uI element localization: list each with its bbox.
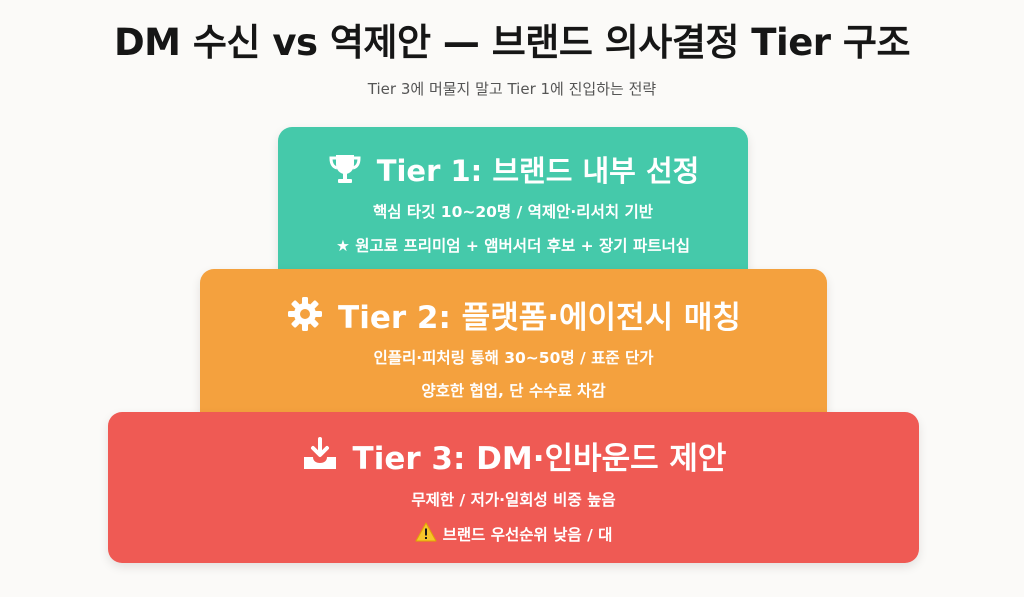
tier-3-description: 무제한 / 저가·일회성 비중 높음 (411, 491, 616, 509)
tier-2-header: Tier 2: 플랫폼·에이전시 매칭 (200, 293, 827, 336)
warning-icon (415, 522, 437, 547)
tier-1-heading: Tier 1: 브랜드 내부 선정 (376, 154, 700, 188)
tier-3-warning: 브랜드 우선순위 낮음 / 대 (108, 522, 919, 547)
tier-3-block: Tier 3: DM·인바운드 제안 무제한 / 저가·일회성 비중 높음 브랜… (108, 412, 919, 563)
tier-3-header: Tier 3: DM·인바운드 제안 (108, 434, 919, 477)
tier-1-block: Tier 1: 브랜드 내부 선정 핵심 타깃 10~20명 / 역제안·리서치… (278, 127, 748, 287)
tier-1-benefits: ★ 원고료 프리미엄 + 앰버서더 후보 + 장기 파트너십 (336, 237, 690, 255)
page-subtitle: Tier 3에 머물지 말고 Tier 1에 진입하는 전략 (367, 80, 657, 98)
tier-2-block: Tier 2: 플랫폼·에이전시 매칭 인플리·피처링 통해 30~50명 / … (200, 269, 827, 429)
tier-2-heading: Tier 2: 플랫폼·에이전시 매칭 (338, 299, 741, 336)
inbox-download-icon (301, 437, 339, 473)
tier-2-note: 양호한 협업, 단 수수료 차감 (421, 382, 606, 400)
tier-2-description: 인플리·피처링 통해 30~50명 / 표준 단가 (373, 349, 654, 367)
gear-icon (286, 295, 324, 333)
trophy-icon (327, 151, 363, 187)
tier-3-heading: Tier 3: DM·인바운드 제안 (352, 440, 727, 477)
tier-1-description: 핵심 타깃 10~20명 / 역제안·리서치 기반 (372, 203, 654, 221)
page-title: DM 수신 vs 역제안 — 브랜드 의사결정 Tier 구조 (113, 21, 911, 64)
tier-3-warning-text: 브랜드 우선순위 낮음 / 대 (442, 525, 613, 544)
tier-1-header: Tier 1: 브랜드 내부 선정 (278, 149, 748, 189)
